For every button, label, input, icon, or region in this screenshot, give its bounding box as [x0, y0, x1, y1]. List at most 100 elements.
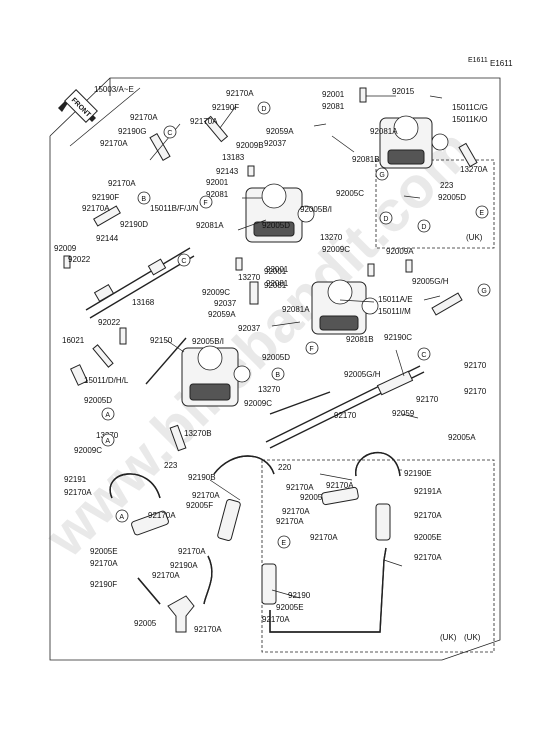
adjuster-rod — [145, 337, 331, 415]
part-number-label: 92005B/I — [300, 205, 332, 214]
part-number-label: 92190D — [120, 220, 148, 229]
part-number-label: 92190F — [90, 580, 117, 589]
throttle-linkage-rail — [85, 247, 195, 319]
part-number-label: 92001 — [264, 267, 287, 276]
callout-marker: C — [417, 347, 431, 361]
part-number-label: 92170A — [286, 483, 314, 492]
part-number-label: 92005 — [300, 493, 323, 502]
part-number-label: 92005F — [186, 501, 213, 510]
callout-letter: A — [105, 412, 110, 419]
part-number-label: 92170A — [100, 139, 128, 148]
callout-marker: G — [477, 283, 491, 297]
part-number-label: 92170A — [190, 117, 218, 126]
part-number-label: 92009C — [322, 245, 350, 254]
callout-letter: D — [421, 224, 426, 231]
part-number-label: 15011I/M — [378, 307, 411, 316]
part-number-label: E1611 — [490, 59, 513, 68]
part-number-label: 92001 — [266, 265, 289, 274]
callout-letter: E — [281, 540, 286, 547]
part-number-label: 92170A — [414, 553, 442, 562]
part-number-label: 92022 — [98, 318, 121, 327]
part-number-label: 92081A — [196, 221, 224, 230]
part-number-label: 220 — [278, 463, 292, 472]
callout-marker: F — [199, 195, 213, 209]
main-frame — [49, 77, 501, 661]
front-arrow-icon: FRONT — [58, 89, 98, 123]
part-number-label: 92170A — [262, 615, 290, 624]
part-number-label: 92009A — [386, 247, 414, 256]
part-number-label: 92059A — [208, 310, 236, 319]
part-number-label: 16021 — [62, 336, 85, 345]
part-number-label: 92143 — [216, 167, 239, 176]
part-number-label: 92170A — [152, 571, 180, 580]
part-number-label: 92190E — [404, 469, 432, 478]
part-number-label: 92005B/I — [192, 337, 224, 346]
part-number-label: 15011C/G — [452, 103, 488, 112]
part-number-label: (UK) — [440, 633, 457, 642]
part-number-label: 92170A — [326, 481, 354, 490]
part-number-label: 92170 — [464, 387, 487, 396]
hoses-bottom-right — [261, 451, 401, 633]
callout-marker: C — [177, 253, 191, 267]
callout-letter: A — [105, 438, 110, 445]
part-number-label: 92190 — [288, 591, 311, 600]
part-number-label: 92022 — [68, 255, 91, 264]
carburetor-rear-right — [379, 115, 449, 169]
part-number-label: 92170A — [130, 113, 158, 122]
carburetor-front-right — [311, 279, 379, 335]
part-number-label: 92170A — [148, 511, 176, 520]
callout-letter: E — [479, 210, 484, 217]
part-number-label: 92170A — [192, 491, 220, 500]
part-number-label: 92081 — [206, 190, 229, 199]
part-number-label: 92190C — [384, 333, 412, 342]
part-number-label: 15003/A~E — [94, 85, 134, 94]
part-number-label: 92059 — [392, 409, 415, 418]
part-number-label: 92005E — [276, 603, 304, 612]
uk-box-right — [375, 159, 495, 249]
part-number-label: 13270A — [460, 165, 488, 174]
part-number-label: 92005D — [438, 193, 466, 202]
part-number-label: 92170A — [82, 204, 110, 213]
part-number-label: 92081 — [264, 281, 287, 290]
part-number-label: 92005D — [262, 353, 290, 362]
part-number-label: 92170A — [414, 511, 442, 520]
small-parts — [63, 87, 478, 452]
part-number-label: 92170A — [276, 517, 304, 526]
part-number-label: 92190G — [118, 127, 146, 136]
part-number-label: 92170A — [108, 179, 136, 188]
part-number-label: 92170A — [310, 533, 338, 542]
uk-box-bottom — [261, 459, 495, 653]
part-number-label: 92009 — [54, 244, 77, 253]
callout-letter: D — [261, 106, 266, 113]
part-number-label: 92081A — [370, 127, 398, 136]
callout-marker: E — [475, 205, 489, 219]
part-number-label: 92081A — [282, 305, 310, 314]
part-number-label: 15011/D/H/L — [84, 376, 129, 385]
callout-marker: D — [379, 211, 393, 225]
callout-marker: B — [271, 367, 285, 381]
part-number-label: 92037 — [238, 324, 261, 333]
part-number-label: 13168 — [132, 298, 155, 307]
part-number-label: 92081B — [352, 155, 380, 164]
part-number-label: 92037 — [214, 299, 237, 308]
part-number-label: 92005G/H — [412, 277, 449, 286]
part-number-label: 92144 — [96, 234, 119, 243]
part-number-label: 92009C — [202, 288, 230, 297]
callout-marker: B — [137, 191, 151, 205]
callout-letter: F — [203, 200, 207, 207]
part-number-label: 92170A — [90, 559, 118, 568]
part-number-label: 92001 — [322, 90, 345, 99]
part-number-label: 92190F — [212, 103, 239, 112]
part-number-label: 92170A — [282, 507, 310, 516]
hoses-bottom-left — [109, 455, 275, 633]
part-number-label: 15011K/O — [452, 115, 487, 124]
part-number-label: 92005D — [84, 396, 112, 405]
part-number-label: 92170A — [64, 488, 92, 497]
watermark: www.bikebandit.com — [33, 117, 486, 570]
part-number-label: 92191 — [64, 475, 87, 484]
callout-letter: C — [167, 130, 172, 137]
